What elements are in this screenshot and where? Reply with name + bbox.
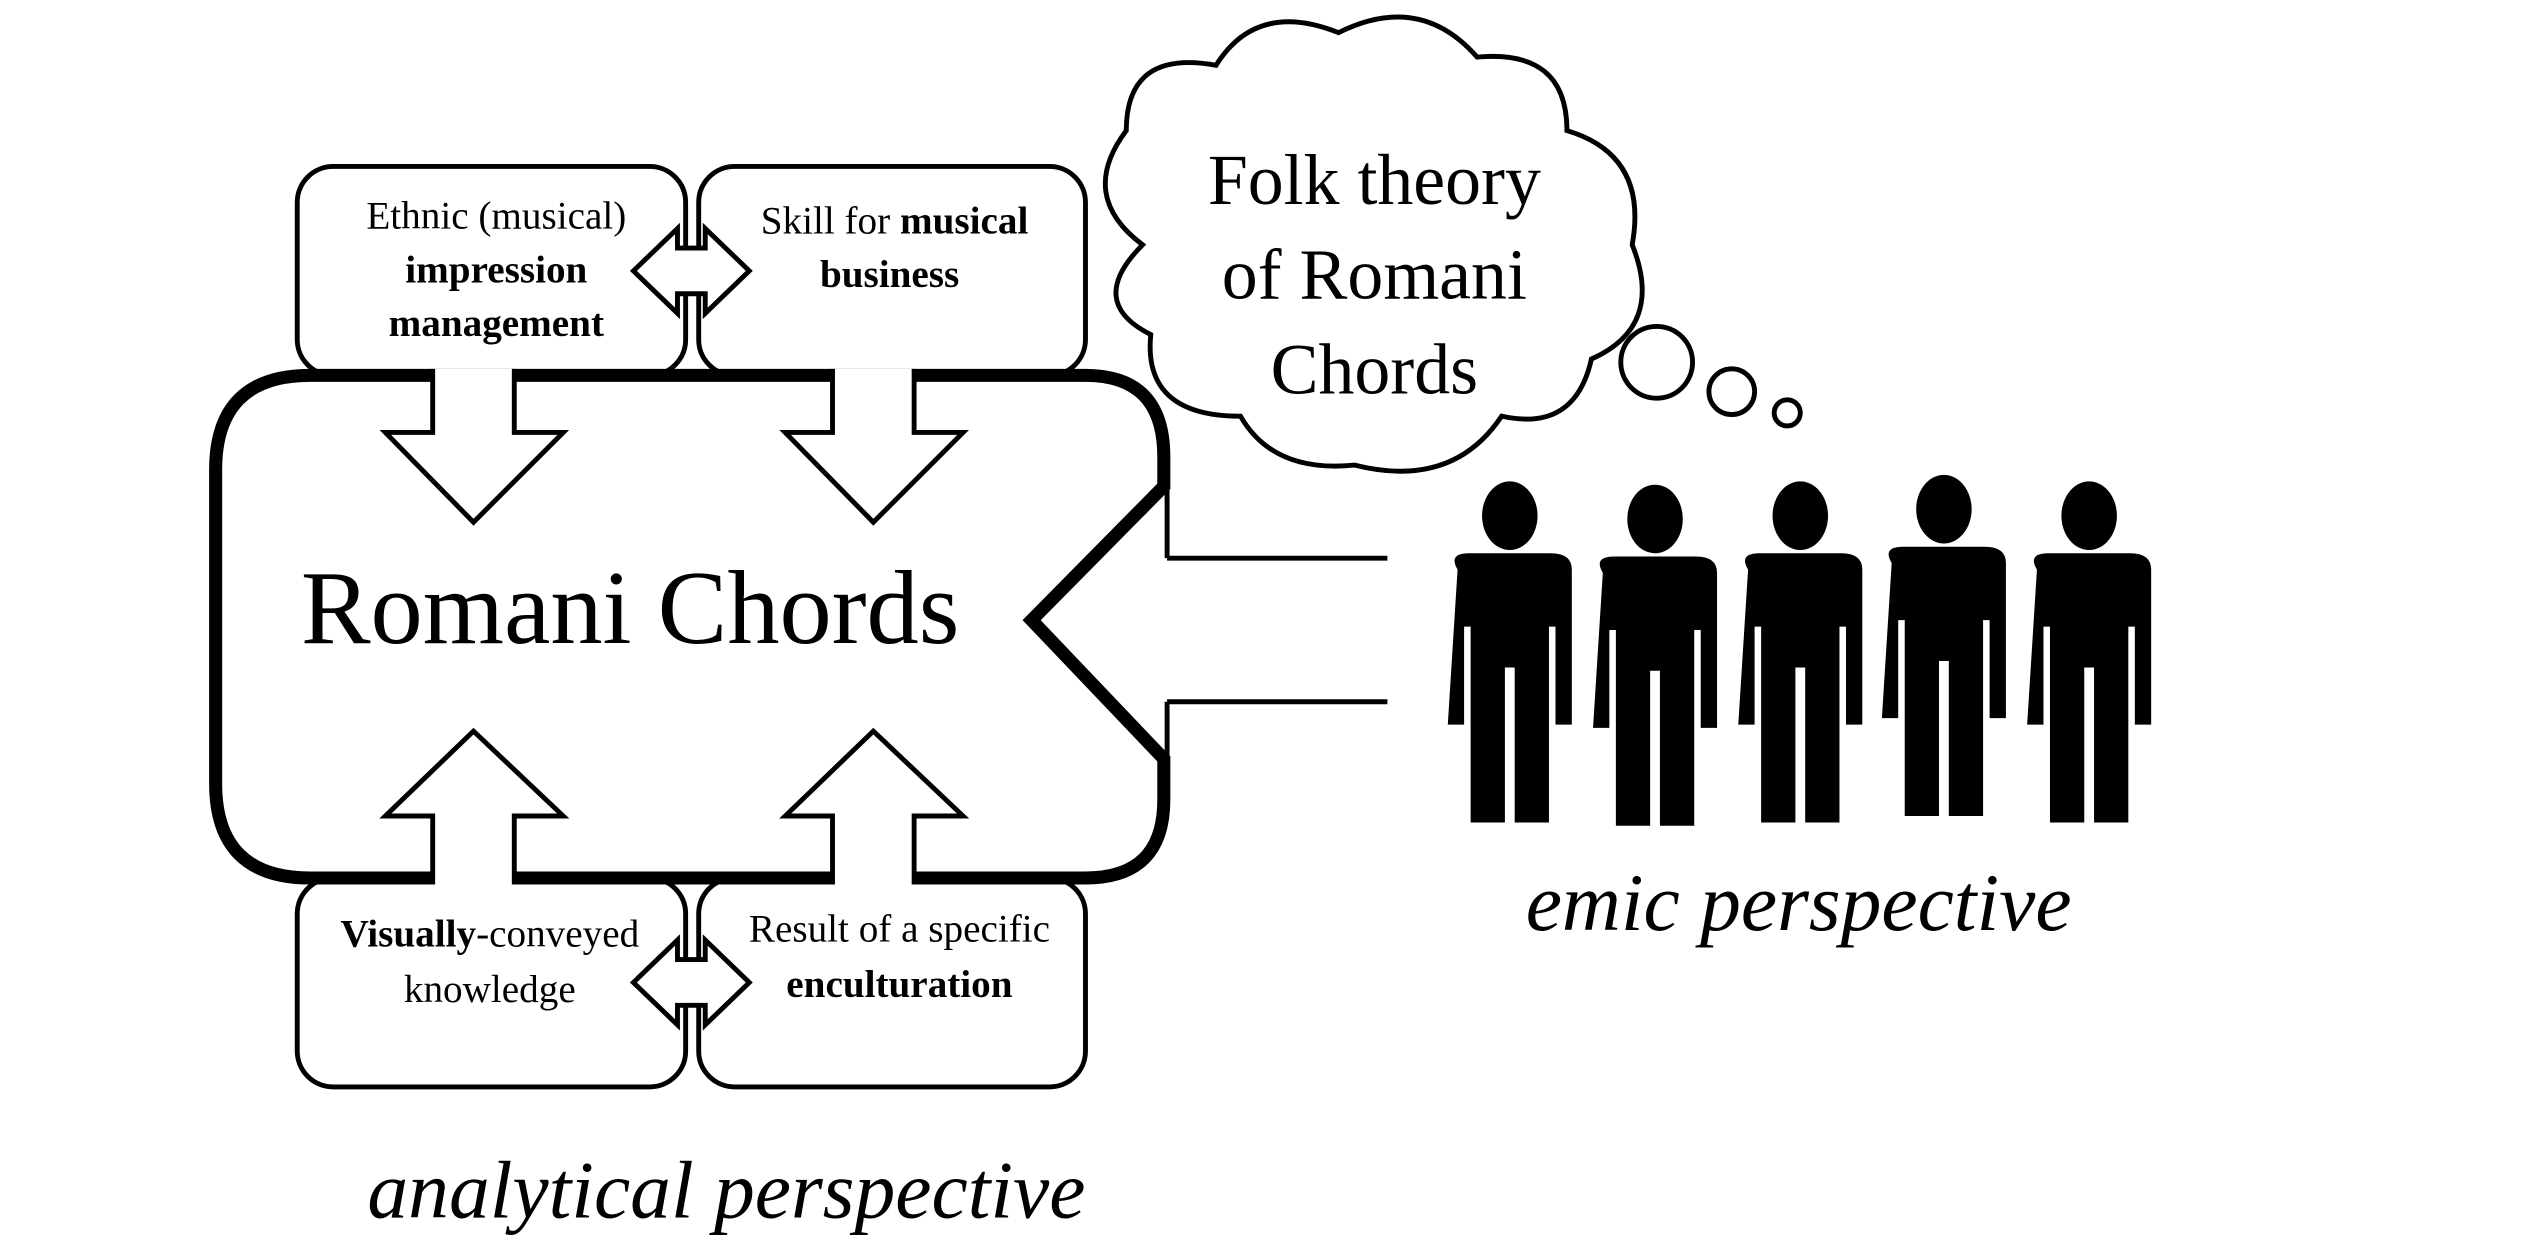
person-icon — [1447, 481, 1572, 823]
bottom-left-line-2: knowledge — [404, 968, 576, 1011]
down-arrow-right — [779, 368, 969, 526]
top-left-line-3: management — [389, 302, 604, 345]
top-right-line-1: Skill for musical — [761, 199, 1029, 242]
thought-bubble-small — [1771, 397, 1803, 429]
thought-cloud — [1102, 14, 1645, 474]
bottom-right-line-1: Result of a specific — [749, 908, 1050, 951]
double-arrow-top — [629, 222, 753, 320]
top-right-bold: musical — [900, 199, 1028, 242]
cloud-line-3: Chords — [1271, 329, 1478, 409]
top-right-prefix: Skill for — [761, 199, 900, 242]
double-arrow-bottom — [629, 934, 753, 1031]
up-arrow-right — [779, 727, 970, 885]
top-left-line-2: impression — [405, 248, 587, 291]
bottom-left-bold: Visually — [340, 913, 476, 956]
bottom-left-line-1: Visually-conveyed — [340, 913, 639, 956]
thought-bubble-medium — [1706, 366, 1758, 417]
top-right-line-2: business — [820, 253, 959, 296]
cloud-line-2: of Romani — [1222, 235, 1527, 315]
cloud-line-1: Folk theory — [1208, 140, 1541, 220]
bottom-right-line-2: enculturation — [786, 963, 1012, 1006]
bottom-left-suffix: -conveyed — [476, 913, 639, 956]
person-icon — [2027, 481, 2152, 823]
thought-bubble-large — [1618, 323, 1696, 401]
person-icon — [1738, 481, 1863, 823]
person-icon — [1881, 474, 2006, 816]
center-title: Romani Chords — [301, 550, 960, 666]
analytical-perspective-label: analytical perspective — [367, 1144, 1085, 1235]
people-group — [1447, 474, 2152, 826]
emic-arrow — [1164, 489, 1388, 759]
up-arrow-left — [379, 727, 570, 885]
down-arrow-left — [379, 368, 570, 526]
person-icon — [1593, 484, 1718, 826]
emic-perspective-label: emic perspective — [1526, 857, 2072, 948]
top-left-line-1: Ethnic (musical) — [366, 194, 626, 237]
